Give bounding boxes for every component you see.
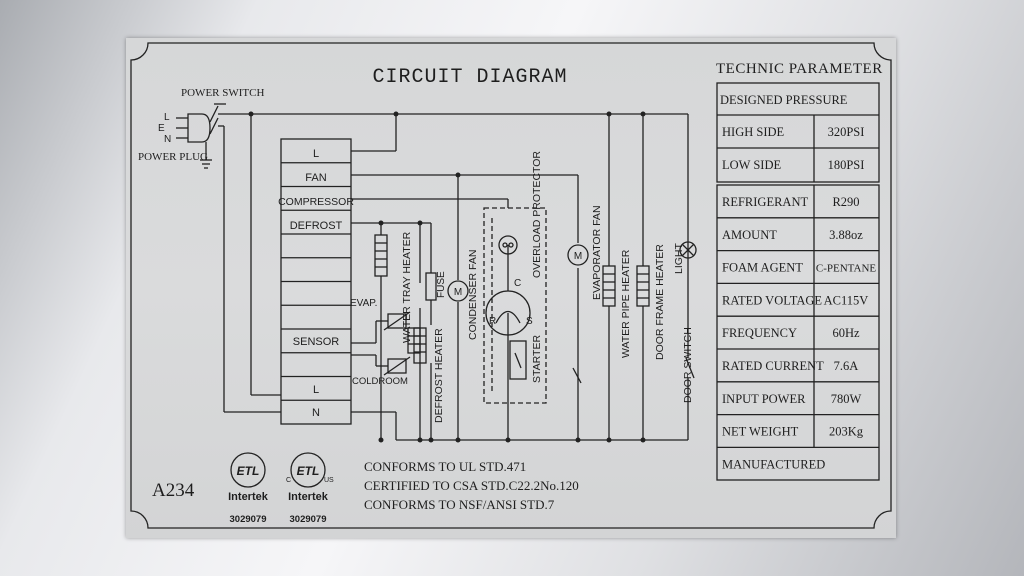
spec-value: 203Kg — [829, 425, 864, 439]
defrost-heater-block-icon — [413, 327, 427, 364]
door-frame-heater-icon — [636, 265, 650, 307]
cert-line-ul: CONFORMS TO UL STD.471 — [364, 459, 526, 474]
spec-value: 7.6A — [834, 359, 859, 373]
evap-label: EVAP. — [350, 298, 377, 309]
cert-number-1: 3029079 — [230, 514, 267, 525]
etl-c-us-icon: ETL C US — [286, 452, 334, 488]
intertek-1: Intertek — [228, 491, 269, 503]
door-switch-label: DOOR SWITCH — [682, 327, 694, 403]
high-side-value: 320PSI — [828, 125, 865, 139]
condenser-fan-motor-icon — [447, 280, 469, 302]
controller-row-n: N — [312, 407, 320, 419]
spec-label: INPUT POWER — [722, 392, 806, 406]
fuse-icon — [425, 272, 437, 301]
spec-label: FREQUENCY — [722, 326, 797, 340]
compressor-icon — [485, 245, 531, 336]
fuse-label: FUSE — [436, 271, 447, 298]
spec-label: AMOUNT — [722, 228, 777, 242]
defrost-heater-label: DEFROST HEATER — [433, 328, 445, 423]
controller-row-defrost: DEFROST — [290, 220, 343, 232]
spec-value: 3.88oz — [829, 228, 863, 242]
spec-label: NET WEIGHT — [722, 425, 799, 439]
coldroom-sensor-icon — [383, 356, 411, 376]
spec-label: REFRIGERANT — [722, 195, 808, 209]
low-side-label: LOW SIDE — [722, 158, 782, 172]
comp-r-label: R — [489, 316, 496, 327]
model-number: A234 — [152, 480, 195, 501]
power-plug-label: POWER PLUG — [138, 151, 208, 163]
power-switch-icon — [209, 103, 226, 135]
parameter-table — [716, 82, 880, 481]
controller-row-l: L — [313, 148, 319, 160]
high-side-label: HIGH SIDE — [722, 125, 785, 139]
spec-label: MANUFACTURED — [722, 457, 825, 471]
evaporator-fan-motor-icon — [567, 244, 589, 266]
spec-value: 60Hz — [832, 326, 860, 340]
cert-line-csa: CERTIFIED TO CSA STD.C22.2No.120 — [364, 478, 579, 493]
diagram-title: CIRCUIT DIAGRAM — [372, 66, 567, 89]
condenser-fan-m: M — [454, 287, 462, 298]
etl-logo-1-text: ETL — [237, 464, 260, 478]
water-pipe-heater-label: WATER PIPE HEATER — [620, 249, 632, 358]
power-plug-icon — [176, 113, 212, 169]
light-label: LIGHT — [673, 242, 685, 274]
intertek-2: Intertek — [288, 491, 329, 503]
low-side-value: 180PSI — [828, 158, 865, 172]
power-switch-label: POWER SWITCH — [181, 87, 264, 99]
designed-pressure-label: DESIGNED PRESSURE — [720, 93, 848, 107]
cert-number-2: 3029079 — [290, 514, 327, 525]
evaporator-fan-label: EVAPORATOR FAN — [591, 205, 603, 300]
etl-listed-icon: ETL — [230, 452, 266, 488]
plug-l-label: L — [164, 112, 170, 123]
starter-icon — [509, 340, 527, 380]
evaporator-fan-m: M — [574, 251, 582, 262]
comp-s-label: S — [526, 316, 533, 327]
etl-logo-2-c: C — [286, 477, 291, 484]
cert-line-nsf: CONFORMS TO NSF/ANSI STD.7 — [364, 497, 555, 512]
condenser-fan-label: CONDENSER FAN — [467, 250, 479, 340]
controller-block — [280, 138, 352, 425]
controller-row-l2: L — [313, 384, 319, 396]
controller-row-sensor: SENSOR — [293, 336, 340, 348]
wiring — [218, 111, 695, 443]
circuit-diagram-svg: CIRCUIT DIAGRAM L E N POWER SWITCH POWER… — [130, 42, 892, 529]
rating-plate: CIRCUIT DIAGRAM L E N POWER SWITCH POWER… — [126, 38, 896, 538]
spec-value: R290 — [832, 195, 859, 209]
comp-c-label: C — [514, 278, 521, 289]
door-frame-heater-label: DOOR FRAME HEATER — [654, 244, 666, 360]
spec-label: RATED CURRENT — [722, 359, 824, 373]
controller-row-fan: FAN — [305, 172, 326, 184]
evap-sensor-icon — [383, 311, 411, 331]
coldroom-label: COLDROOM — [352, 376, 408, 387]
overload-protector-text: OVERLOAD PROTECTOR — [531, 151, 543, 278]
spec-value: C-PENTANE — [816, 263, 877, 275]
water-tray-heater-icon — [374, 234, 388, 277]
water-tray-heater-label: WATER TRAY HEATER — [401, 231, 413, 343]
spec-value: AC115V — [824, 293, 869, 307]
plate-border — [130, 42, 892, 529]
light-icon — [679, 241, 697, 259]
water-pipe-heater-icon — [602, 265, 616, 307]
etl-logo-2-us: US — [324, 477, 334, 484]
overload-protector-label: OVERLOAD PROTECTOR — [531, 151, 543, 278]
plug-e-label: E — [158, 123, 165, 134]
starter-label: STARTER — [531, 335, 543, 383]
spec-label: RATED VOLTAGE — [722, 293, 822, 307]
controller-row-compressor: COMPRESSOR — [278, 196, 354, 208]
etl-logo-2-text: ETL — [297, 464, 320, 478]
technic-parameter-title: TECHNIC PARAMETER — [716, 61, 883, 77]
spec-label: FOAM AGENT — [722, 261, 803, 275]
plug-n-label: N — [164, 134, 171, 145]
spec-value: 780W — [831, 392, 862, 406]
